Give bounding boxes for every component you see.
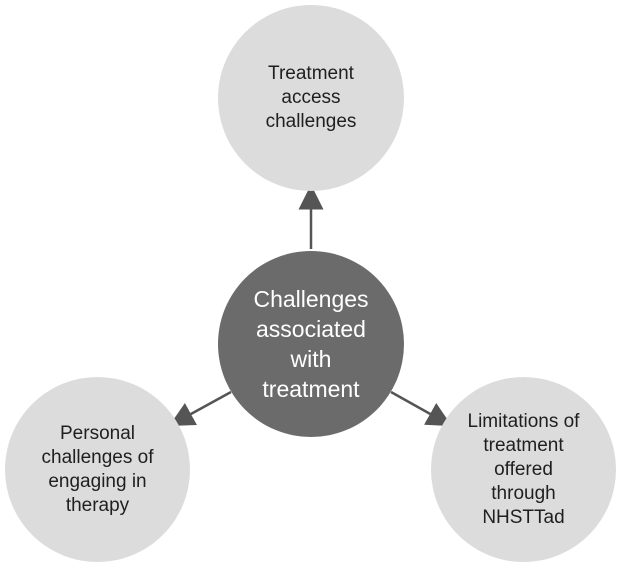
node-left-line: Personal [60,422,135,444]
node-central-challenges: Challenges associated with treatment [218,251,404,437]
node-left-line: challenges of [41,446,154,468]
node-treatment-limitations: Limitations of treatment offered through… [431,377,616,562]
node-right-line: offered [494,458,553,480]
node-treatment-access-challenges: Treatment access challenges [218,5,404,191]
arrow-to-left [169,390,232,427]
node-top-line: Treatment [268,63,354,84]
node-personal-challenges: Personal challenges of engaging in thera… [5,377,190,562]
node-top-label: Treatment access challenges [266,62,357,134]
node-center-line: with [290,346,332,372]
node-right-line: treatment [483,434,564,456]
node-center-line: Challenges [253,286,369,312]
node-center-line: treatment [262,376,360,402]
node-left-line: engaging in [48,470,147,492]
node-center-label: Challenges associated with treatment [253,284,368,404]
node-right-line: Limitations of [467,410,580,432]
node-left-line: therapy [65,494,130,516]
node-top-line: challenges [265,111,357,132]
node-top-line: access [281,87,341,108]
node-right-line: NHSTTad [482,506,565,528]
node-right-label: Limitations of treatment offered through… [468,410,580,530]
node-left-label: Personal challenges of engaging in thera… [42,422,154,518]
node-right-line: through [491,482,556,504]
arrow-to-right [390,390,452,427]
node-center-line: associated [256,316,366,342]
